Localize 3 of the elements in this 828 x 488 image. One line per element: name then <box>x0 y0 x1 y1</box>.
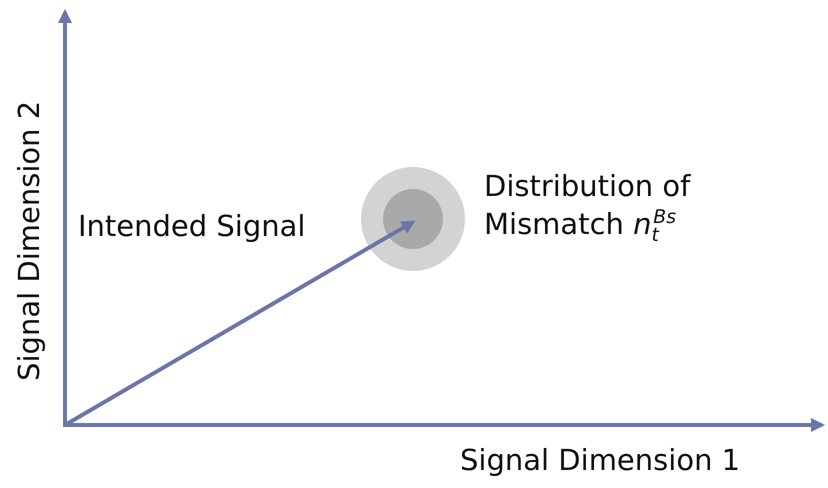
axis-label: Signal Dimension 1 <box>460 442 740 479</box>
signal-label: Intended Signal <box>78 208 306 245</box>
axis-label: Signal Dimension 2 <box>11 100 48 383</box>
